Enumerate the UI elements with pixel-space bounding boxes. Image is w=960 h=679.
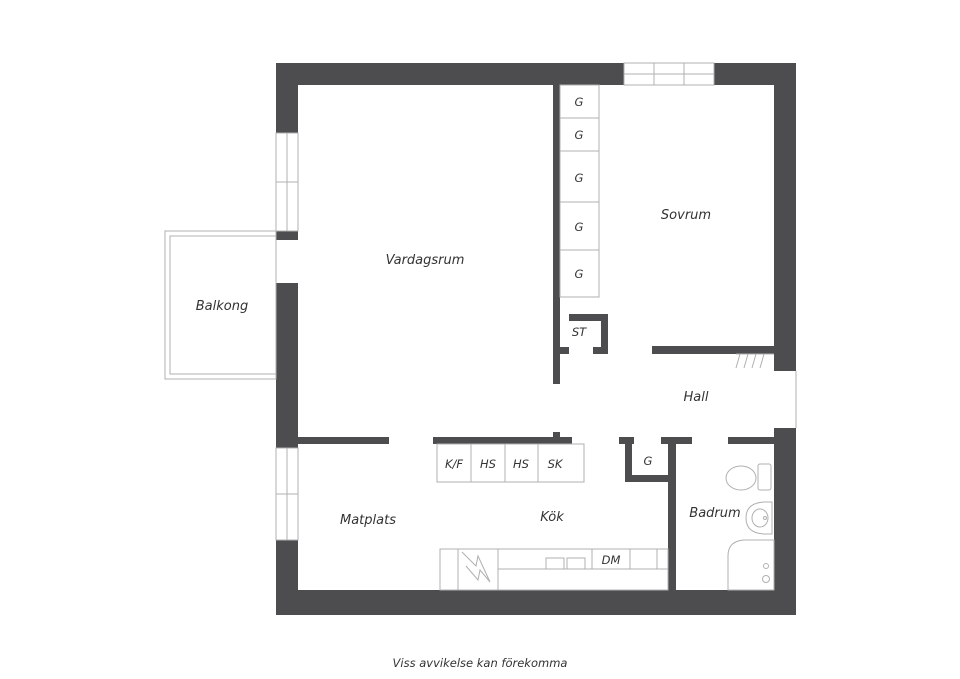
wall-left-pier <box>276 231 298 240</box>
tall-cabinet-label: HS <box>480 457 496 471</box>
wall-living-kitchen-b <box>433 437 572 444</box>
stove-icon <box>461 551 491 583</box>
bathroom-fixtures <box>725 463 775 591</box>
room-label-kok: Kök <box>540 510 564 525</box>
interior-walls <box>298 85 774 590</box>
room-label-badrum: Badrum <box>689 506 740 521</box>
hall-wardrobe-label: G <box>644 454 653 468</box>
dishwasher-label: DM <box>602 553 621 567</box>
wardrobe-label: G <box>575 171 584 185</box>
room-label-matplats: Matplats <box>340 513 396 528</box>
kitchen-fixtures: K/F HS HS SK DM <box>436 443 669 591</box>
wall-left-upper <box>276 63 298 133</box>
room-label-balkong: Balkong <box>196 299 248 314</box>
wardrobe-block <box>559 84 600 298</box>
kitchen-upper-units <box>436 443 585 483</box>
tall-cabinet-label: HS <box>513 457 529 471</box>
wall-bedroom-hall <box>652 346 774 354</box>
sink-icon <box>545 557 565 570</box>
wall-kitchen-bath <box>668 437 676 590</box>
washbasin-icon <box>745 501 773 535</box>
room-labels: Vardagsrum Sovrum Balkong Hall Matplats … <box>196 208 741 528</box>
wardrobe-label: G <box>575 220 584 234</box>
wall-living-kitchen-a <box>298 437 389 444</box>
exterior-walls <box>276 63 796 615</box>
room-label-hall: Hall <box>684 390 709 405</box>
pantry-label: SK <box>548 457 564 471</box>
wardrobe-label: G <box>575 95 584 109</box>
wall-right-upper <box>774 63 796 371</box>
wall-bottom <box>276 590 796 615</box>
wall-right-lower <box>774 428 796 615</box>
balcony <box>164 230 277 380</box>
toilet-tank <box>757 463 772 491</box>
windows <box>275 62 715 541</box>
wall-top-left <box>276 63 624 85</box>
room-label-vardagsrum: Vardagsrum <box>386 253 465 268</box>
toilet-icon <box>725 465 757 491</box>
wardrobe-label: G <box>575 128 584 142</box>
wardrobes: G G G G G ST G <box>559 84 774 468</box>
fridge-freezer-label: K/F <box>445 457 463 471</box>
cleaning-closet-label: ST <box>572 325 587 339</box>
disclaimer-caption: Viss avvikelse kan förekomma <box>393 656 568 670</box>
room-label-sovrum: Sovrum <box>661 208 711 223</box>
wall-left-mid <box>276 283 298 448</box>
wall-living-bedroom <box>553 85 560 384</box>
wardrobe-label: G <box>575 267 584 281</box>
